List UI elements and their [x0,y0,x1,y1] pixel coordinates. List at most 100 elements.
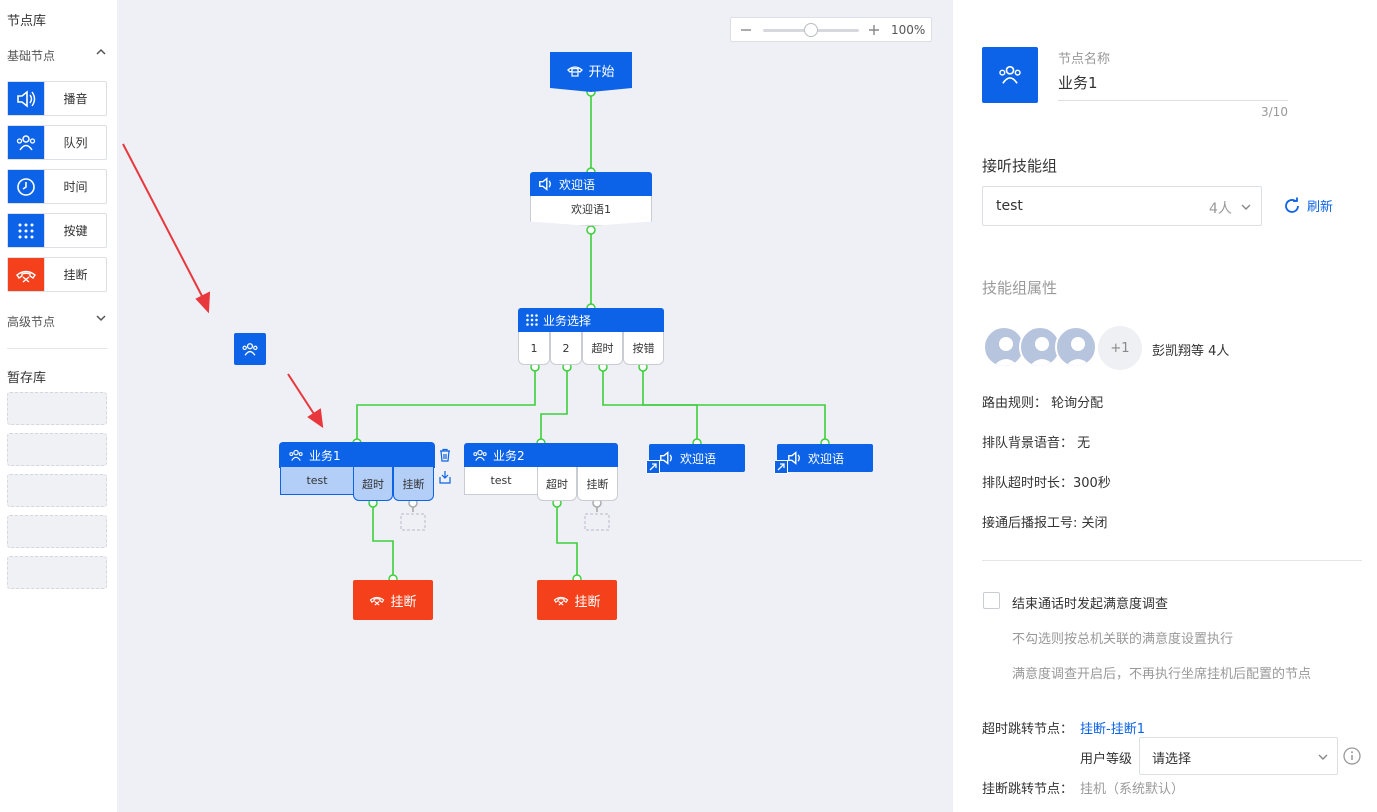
timeout-jump-link[interactable]: 挂断-挂断1 [1080,722,1145,737]
branch-label: 挂断 [402,477,425,491]
hangup-node-1[interactable]: 挂断 [353,580,433,620]
skill-group-label: 接听技能组 [982,157,1058,175]
hangup-node-2[interactable]: 挂断 [537,580,617,620]
jump-link-icon[interactable] [646,460,660,474]
branch-label: 超时 [362,477,384,491]
queue-node-1-body[interactable]: test [280,467,353,495]
hangup-icon [8,258,45,291]
menu-branch-wrong-key[interactable]: 按错 [623,332,664,365]
welcome-node-header[interactable]: 欢迎语 [530,172,652,196]
hangup-icon [554,596,569,606]
hangup-node-1-label: 挂断 [390,594,417,610]
zoom-slider-thumb[interactable] [804,23,818,37]
queue-node-2-hangup-branch[interactable]: 挂断 [577,467,618,501]
temp-slot[interactable] [7,556,107,589]
library-item-keypad[interactable]: 按键 [7,213,107,248]
library-item-label: 播音 [63,92,88,106]
advanced-nodes-section-title[interactable]: 高级节点 [7,315,56,329]
phone-icon [567,65,584,77]
queue-node-1-group: test [306,474,328,487]
delete-icon[interactable] [438,448,452,462]
temp-slot[interactable] [7,515,107,548]
chevron-down-icon[interactable] [96,313,106,323]
queue-node-2-header[interactable]: 业务2 [464,443,618,467]
welcome-node-b-title: 欢迎语 [808,451,845,466]
branch-label: 按错 [632,342,655,355]
avatar [1055,326,1097,368]
branch-label: 1 [530,341,538,355]
refresh-button[interactable]: 刷新 [1283,196,1333,215]
info-icon[interactable] [1343,747,1361,765]
queue-node-1-title: 业务1 [309,448,341,463]
library-item-play[interactable]: 播音 [7,81,107,116]
queue-node-1-header[interactable]: 业务1 [280,443,434,467]
library-item-queue[interactable]: 队列 [7,125,107,160]
queue-node-2-body[interactable]: test [464,467,537,495]
user-level-label: 用户等级 [1080,752,1133,767]
users-icon [289,449,303,461]
queue-node-2-group: test [490,474,512,487]
chevron-up-icon[interactable] [96,47,106,57]
chevron-down-icon [1318,754,1328,760]
menu-node-title: 业务选择 [543,313,592,328]
library-item-label: 时间 [63,180,88,194]
survey-hint-1: 不勾选则按总机关联的满意度设置执行 [1012,632,1234,647]
start-node[interactable]: 开始 [550,52,632,92]
node-name-char-count: 3/10 [1261,105,1288,119]
user-level-select[interactable]: 请选择 [1139,737,1338,775]
users-icon [999,65,1021,84]
users-icon [473,449,487,461]
hangup-icon [370,596,385,606]
welcome-node-content: 欢迎语1 [571,203,611,216]
temp-slot[interactable] [7,474,107,507]
branch-label: 超时 [591,342,614,355]
node-type-badge [982,47,1038,103]
speaker-icon [8,82,45,115]
branch-label: 2 [562,341,570,355]
queue-node-1-hangup-branch[interactable]: 挂断 [393,467,434,501]
temp-library-title: 暂存库 [7,371,47,386]
zoom-in-icon[interactable] [868,24,880,36]
survey-hint-2: 满意度调查开启后，不再执行坐席挂机后配置的节点 [1012,667,1312,682]
members-summary: 彭凯翔等 4人 [1152,344,1230,359]
skill-group-count: 4人 [1209,201,1232,217]
branch-label: 超时 [546,477,568,491]
library-title: 节点库 [7,14,47,29]
queue-timeout: 排队超时时长：300秒 [982,476,1111,491]
speaker-icon [788,451,800,465]
library-item-label: 按键 [63,224,88,238]
menu-branch-1[interactable]: 1 [518,332,550,365]
queue-node-1-timeout-branch[interactable]: 超时 [353,467,393,501]
save-to-temp-icon[interactable] [438,470,452,484]
welcome-node-a[interactable]: 欢迎语 [649,444,745,472]
library-item-hangup[interactable]: 挂断 [7,257,107,292]
queue-music: 排队背景语音： 无 [982,436,1091,451]
menu-branch-timeout[interactable]: 超时 [582,332,623,365]
jump-link-icon[interactable] [774,460,788,474]
basic-nodes-section-title[interactable]: 基础节点 [7,49,56,63]
library-item-label: 队列 [63,136,88,150]
temp-slot[interactable] [7,392,107,425]
queue-node-2-timeout-branch[interactable]: 超时 [537,467,577,501]
temp-slot[interactable] [7,433,107,466]
start-node-label: 开始 [588,65,615,80]
properties-panel: 节点名称 业务1 3/10 接听技能组 test 4人 刷新 技能组属性 +1 … [953,0,1377,812]
skill-group-select[interactable]: test 4人 [982,186,1262,226]
flow-canvas[interactable]: 100% 开始 欢迎语 欢迎语1 业务选择 1 2 超时 按错 业务1 test… [117,0,953,812]
library-item-time[interactable]: 时间 [7,169,107,204]
zoom-out-icon[interactable] [740,24,752,36]
welcome-node-b[interactable]: 欢迎语 [777,444,873,472]
queue-node-2-title: 业务2 [493,448,525,463]
dragging-queue-node[interactable] [234,333,266,365]
zoom-control: 100% [730,17,932,42]
menu-node-header[interactable]: 业务选择 [518,308,664,332]
timeout-jump-label: 超时跳转节点： [982,722,1074,737]
chevron-down-icon [1241,204,1251,210]
menu-branch-2[interactable]: 2 [550,332,582,365]
zoom-level: 100% [891,23,926,37]
node-name-input[interactable]: 业务1 [1058,72,1288,101]
welcome-node-title: 欢迎语 [559,177,596,192]
routing-rule: 路由规则： 轮询分配 [982,396,1104,411]
welcome-node-body[interactable]: 欢迎语1 [530,196,652,226]
survey-checkbox[interactable] [983,592,1000,609]
